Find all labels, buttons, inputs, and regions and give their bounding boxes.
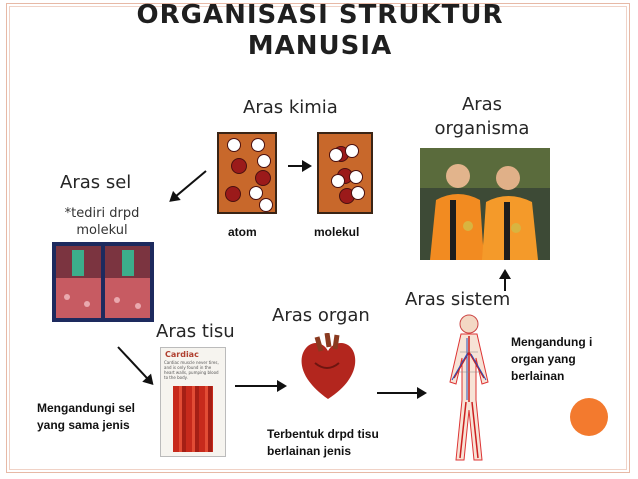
tissue-card-text: Cardiac muscle never tires, and is only … — [164, 360, 219, 380]
heart-image — [301, 333, 356, 399]
atom-caption: atom — [228, 225, 257, 239]
cell-note: *tediri drpd molekul — [64, 206, 140, 238]
label-organism-level: Aras organisma — [434, 94, 530, 139]
cell-image — [52, 242, 154, 322]
body-system-image — [449, 314, 489, 461]
atom-red — [231, 158, 247, 174]
tissue-card-heading: Cardiac — [165, 350, 199, 359]
arrow-right — [288, 160, 312, 172]
slide-frame — [6, 3, 630, 473]
atom-white — [259, 198, 273, 212]
muscle-tissue-image — [173, 386, 213, 452]
label-cell-level: Aras sel — [60, 172, 132, 193]
tissue-card: Cardiac Cardiac muscle never tires, and … — [160, 347, 226, 457]
molecule-white — [331, 174, 345, 188]
label-organ-level: Aras organ — [272, 305, 370, 326]
molecule-box — [317, 132, 373, 214]
arrow-right — [235, 380, 287, 392]
organism-photo — [420, 148, 550, 260]
atom-box — [217, 132, 277, 214]
atom-white — [249, 186, 263, 200]
atom-white — [257, 154, 271, 168]
molecule-white — [329, 148, 343, 162]
label-tissue-level: Aras tisu — [156, 321, 235, 342]
system-description: Mengandung i organ yang berlainan — [511, 335, 593, 383]
molecule-white — [345, 144, 359, 158]
organ-description: Terbentuk drpd tisu berlainan jenis — [267, 427, 379, 458]
atom-red — [225, 186, 241, 202]
atom-white — [227, 138, 241, 152]
label-chemical-level: Aras kimia — [243, 97, 338, 118]
slide-inner-frame — [9, 6, 627, 470]
slide-title: ORGANISASI STRUKTUR MANUSIA — [136, 0, 504, 61]
molecule-white — [351, 186, 365, 200]
label-system-level: Aras sistem — [405, 289, 511, 310]
tissue-description: Mengandungi sel yang sama jenis — [37, 401, 136, 432]
arrow-up — [504, 271, 506, 291]
atom-white — [251, 138, 265, 152]
molecule-caption: molekul — [314, 225, 360, 239]
arrow-right — [377, 387, 427, 399]
molecule-white — [349, 170, 363, 184]
decorative-orange-dot — [570, 398, 608, 436]
atom-red — [255, 170, 271, 186]
